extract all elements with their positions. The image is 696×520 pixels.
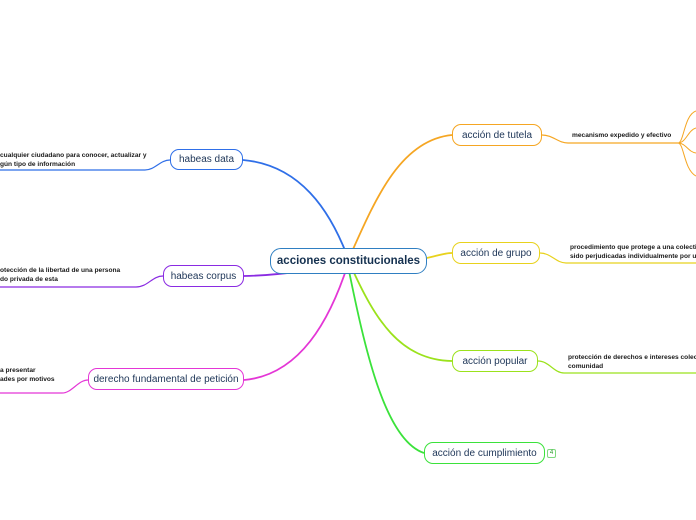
note-habeas-data-line-2: gún tipo de información xyxy=(0,161,76,168)
note-accion-grupo[interactable]: procedimiento que protege a una colectiv… xyxy=(570,243,696,261)
note-habeas-data-line-1: cualquier ciudadano para conocer, actual… xyxy=(0,152,147,159)
connector-accion-cumplimiento xyxy=(347,265,425,454)
note-accion-popular-line-1: protección de derechos e intereses colec… xyxy=(568,354,696,361)
note-accion-popular[interactable]: protección de derechos e intereses colec… xyxy=(568,353,696,371)
node-accion-grupo[interactable]: acción de grupo xyxy=(452,242,540,264)
underline-accion-tutela-note xyxy=(541,134,678,144)
underline-derecho-peticion-note xyxy=(0,379,89,394)
underline-habeas-data-note xyxy=(0,159,171,171)
connector-accion-grupo xyxy=(426,252,453,259)
note-accion-popular-line-2: comunidad xyxy=(568,363,604,370)
note-habeas-corpus-line-2: do privada de esta xyxy=(0,276,58,283)
node-accion-cumplimiento[interactable]: acción de cumplimiento xyxy=(424,442,545,464)
connector-accion-tutela xyxy=(349,134,453,257)
note-accion-grupo-line-1: procedimiento que protege a una colectiv xyxy=(570,244,696,251)
node-accion-tutela[interactable]: acción de tutela xyxy=(452,124,542,146)
note-habeas-corpus[interactable]: otección de la libertad de una persona d… xyxy=(0,266,120,284)
underline-accion-popular-note xyxy=(537,360,696,374)
connector-accion-popular xyxy=(349,263,453,362)
node-accion-popular[interactable]: acción popular xyxy=(452,350,538,372)
node-accion-grupo-label: acción de grupo xyxy=(460,247,532,259)
sub-connector-tutela-3 xyxy=(677,142,696,154)
connector-habeas-data xyxy=(242,159,349,259)
collapsed-children-count-badge[interactable]: 4 xyxy=(547,449,556,458)
central-topic[interactable]: acciones constitucionales xyxy=(270,248,427,274)
note-derecho-peticion-line-2: ades por motivos xyxy=(0,376,55,383)
underline-accion-grupo-note xyxy=(539,252,696,264)
note-derecho-peticion[interactable]: a presentar ades por motivos xyxy=(0,366,55,384)
underline-habeas-corpus-note xyxy=(0,275,164,288)
connector-derecho-peticion xyxy=(243,263,349,381)
note-habeas-corpus-line-1: otección de la libertad de una persona xyxy=(0,267,121,274)
note-habeas-data[interactable]: cualquier ciudadano para conocer, actual… xyxy=(0,151,147,169)
node-accion-popular-label: acción popular xyxy=(462,355,528,367)
central-topic-label: acciones constitucionales xyxy=(276,255,421,267)
note-accion-tutela[interactable]: mecanismo expedido y efectivo xyxy=(572,131,671,140)
sub-connector-tutela-2 xyxy=(677,127,696,144)
node-habeas-data-label: habeas data xyxy=(178,154,235,165)
node-habeas-corpus-label: habeas corpus xyxy=(170,270,237,282)
note-accion-grupo-line-2: sido perjudicadas individualmente por un xyxy=(570,253,696,260)
note-accion-tutela-line-1: mecanismo expedido y efectivo xyxy=(572,132,672,139)
node-derecho-peticion[interactable]: derecho fundamental de petición xyxy=(88,368,244,390)
node-habeas-corpus[interactable]: habeas corpus xyxy=(163,265,244,287)
node-accion-tutela-label: acción de tutela xyxy=(461,129,533,141)
note-derecho-peticion-line-1: a presentar xyxy=(0,367,36,374)
node-derecho-peticion-label: derecho fundamental de petición xyxy=(93,373,239,385)
sub-connector-tutela-4 xyxy=(677,142,696,177)
node-accion-cumplimiento-label: acción de cumplimiento xyxy=(432,447,537,459)
sub-connector-tutela-1 xyxy=(677,110,696,144)
node-habeas-data[interactable]: habeas data xyxy=(170,149,243,170)
